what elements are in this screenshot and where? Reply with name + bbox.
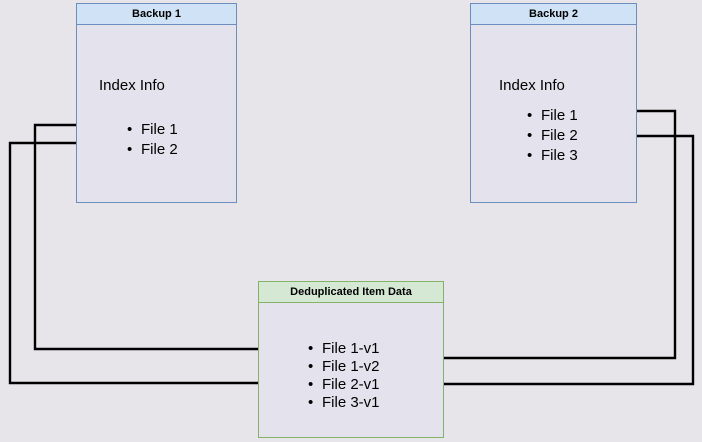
list-item[interactable]: File 1-v1 (308, 340, 380, 358)
node-backup-1-body: Index Info File 1 File 2 (77, 25, 236, 202)
backup-2-index-info-label: Index Info (499, 77, 565, 94)
node-backup-2[interactable]: Backup 2 Index Info File 1 File 2 File 3 (470, 3, 637, 203)
list-item[interactable]: File 1-v2 (308, 358, 380, 376)
list-item[interactable]: File 2-v1 (308, 376, 380, 394)
node-deduplicated-item-data-body: File 1-v1 File 1-v2 File 2-v1 File 3-v1 (259, 303, 443, 437)
node-deduplicated-item-data[interactable]: Deduplicated Item Data File 1-v1 File 1-… (258, 281, 444, 438)
node-backup-1-header: Backup 1 (77, 4, 236, 25)
node-backup-2-body: Index Info File 1 File 2 File 3 (471, 25, 636, 202)
list-item[interactable]: File 1 (127, 120, 178, 140)
backup-1-file-list: File 1 File 2 (127, 120, 178, 160)
list-item[interactable]: File 2 (527, 126, 578, 146)
list-item[interactable]: File 2 (127, 140, 178, 160)
node-backup-1[interactable]: Backup 1 Index Info File 1 File 2 (76, 3, 237, 203)
backup-2-file-list: File 1 File 2 File 3 (527, 106, 578, 166)
dedup-item-list: File 1-v1 File 1-v2 File 2-v1 File 3-v1 (308, 340, 380, 412)
list-item[interactable]: File 3-v1 (308, 394, 380, 412)
node-backup-2-header: Backup 2 (471, 4, 636, 25)
backup-1-index-info-label: Index Info (99, 77, 165, 94)
list-item[interactable]: File 1 (527, 106, 578, 126)
node-deduplicated-item-data-header: Deduplicated Item Data (259, 282, 443, 303)
list-item[interactable]: File 3 (527, 146, 578, 166)
